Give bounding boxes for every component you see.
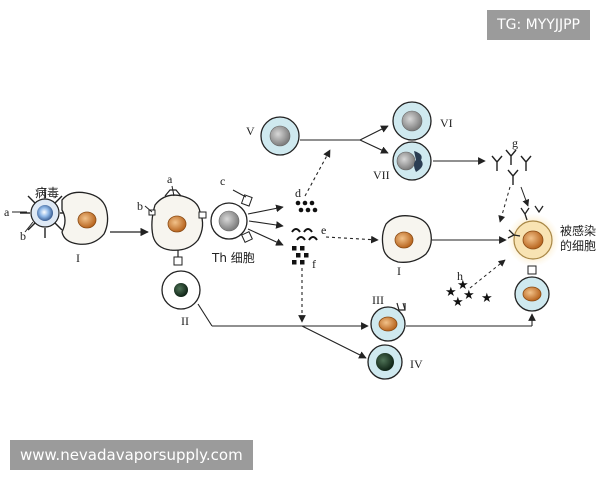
svg-text:★: ★: [457, 278, 469, 293]
infected-cell-label-line1: 被感染: [560, 223, 596, 238]
svg-text:★: ★: [445, 285, 457, 300]
svg-text:★: ★: [481, 291, 493, 306]
cell-VII-plasma: [392, 141, 432, 181]
label-h: h: [457, 269, 463, 283]
label-a-left: a: [4, 205, 10, 219]
label-IV: IV: [410, 357, 423, 371]
th-cell: [210, 189, 253, 243]
macrophage-I-second: [381, 215, 432, 263]
activated-cytotoxic-cell: [514, 276, 550, 312]
label-b-left: b: [20, 229, 26, 243]
antibodies-g: [491, 149, 532, 185]
watermark-top: TG: MYYJJPP: [487, 10, 590, 40]
label-I-first: I: [76, 251, 80, 265]
label-e: e: [321, 223, 326, 237]
label-VII: VII: [373, 168, 390, 182]
label-f: f: [312, 257, 316, 271]
cell-V: [260, 116, 300, 156]
label-V: V: [246, 124, 255, 138]
label-b-mid: b: [137, 199, 143, 213]
th-cell-label: Th 细胞: [211, 251, 255, 265]
label-d: d: [295, 186, 301, 200]
infected-cell-label-line2: 的细胞: [560, 238, 596, 253]
cell-III: [370, 302, 406, 342]
label-III: III: [372, 293, 384, 307]
label-c: c: [220, 174, 225, 188]
svg-text:★: ★: [463, 288, 475, 303]
cytokine-d: [295, 200, 318, 213]
label-g: g: [512, 136, 518, 150]
label-a-mid: a: [167, 172, 173, 186]
virus: [20, 188, 68, 238]
cytokine-f: [292, 246, 309, 265]
perforin-h: ★ ★ ★ ★ ★: [445, 278, 493, 310]
label-I-second: I: [397, 264, 401, 278]
macrophage-I-first: [61, 191, 109, 245]
svg-text:★: ★: [452, 295, 464, 310]
antigen-presenting-cell: [148, 185, 207, 266]
virus-label: 病毒: [35, 185, 59, 200]
cell-II: [161, 270, 201, 310]
label-VI: VI: [440, 116, 453, 130]
watermark-bottom: www.nevadavaporsupply.com: [10, 440, 253, 470]
label-II: II: [181, 314, 189, 328]
infected-cell: [507, 205, 559, 275]
cytokine-e: [291, 228, 318, 241]
cell-VI: [392, 101, 432, 141]
cell-IV: [367, 344, 403, 380]
